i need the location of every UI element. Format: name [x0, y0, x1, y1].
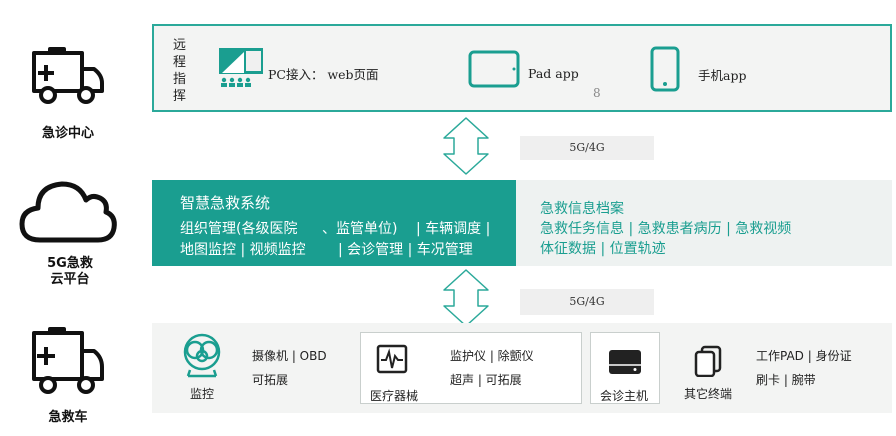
- ecg-monitor-icon: [376, 344, 408, 374]
- platform-line2-a: 地图监控 | 视频监控: [180, 242, 306, 258]
- cloud-icon: [19, 181, 117, 243]
- link-label-top: 5G/4G: [520, 136, 654, 160]
- phone-icon: [650, 46, 680, 92]
- remote-command-vertical-label: 远 程 指 挥: [173, 37, 189, 105]
- archive-line2: 体征数据 | 位置轨迹: [540, 241, 666, 257]
- medical-device-box: [360, 332, 582, 404]
- connector-arrow-bottom: [443, 269, 489, 327]
- platform-line2-b: | 会诊管理 | 车况管理: [338, 242, 473, 258]
- platform-line1-a: 组织管理(各级医院: [180, 221, 298, 237]
- consultation-host-label: 会诊主机: [600, 389, 649, 403]
- vertical-char: 指: [173, 72, 187, 87]
- platform-line1-b: 、监管单位): [322, 221, 398, 237]
- other-desc-1: 工作PAD | 身份证: [756, 349, 852, 363]
- camera-monitor-icon: [183, 333, 221, 378]
- archive-title: 急救信息档案: [540, 201, 624, 217]
- other-terminal-label: 其它终端: [684, 387, 733, 401]
- connector-arrow-top: [443, 117, 489, 175]
- camera-desc-2: 可拓展: [252, 373, 289, 387]
- pc-access-label: PC接入： web页面: [268, 67, 379, 82]
- host-device-icon: [609, 350, 641, 374]
- other-terminal-icon: [694, 345, 722, 377]
- command-center-label: 急诊中心: [41, 126, 94, 141]
- camera-desc-1: 摄像机 | OBD: [252, 349, 327, 363]
- vertical-char: 程: [173, 55, 187, 70]
- platform-title: 智慧急救系统: [180, 194, 271, 212]
- link-label-bottom: 5G/4G: [520, 289, 654, 315]
- cloud-platform-label-line2: 云平台: [50, 272, 90, 287]
- platform-line1-c: | 车辆调度 |: [416, 221, 491, 237]
- emergency-archive-panel: [516, 180, 892, 266]
- medical-device-label: 医疗器械: [370, 389, 419, 403]
- remote-command-panel: [152, 24, 892, 112]
- vertical-char: 远: [173, 38, 187, 53]
- pad-app-label: Pad app: [528, 66, 579, 81]
- pc-screen-icon: [219, 48, 263, 87]
- cloud-platform-label-line1: 5G急救: [47, 256, 93, 271]
- command-center-ambulance-icon: [32, 47, 104, 104]
- other-desc-2: 刷卡 | 腕带: [756, 373, 816, 387]
- monitor-label: 监控: [190, 387, 215, 401]
- smart-emergency-system-panel: [152, 180, 516, 266]
- pad-number: 8: [593, 86, 601, 100]
- vertical-char: 挥: [173, 89, 187, 104]
- ambulance-icon: [32, 327, 104, 394]
- cloud-platform-label: 5G急救 云平台: [30, 256, 110, 288]
- ambulance-label: 急救车: [48, 410, 88, 425]
- device-desc-1: 监护仪 | 除颤仪: [450, 349, 534, 363]
- tablet-icon: [468, 50, 520, 88]
- device-desc-2: 超声 | 可拓展: [450, 373, 522, 387]
- archive-line1: 急救任务信息 | 急救患者病历 | 急救视频: [540, 221, 792, 237]
- phone-app-label: 手机app: [698, 68, 747, 83]
